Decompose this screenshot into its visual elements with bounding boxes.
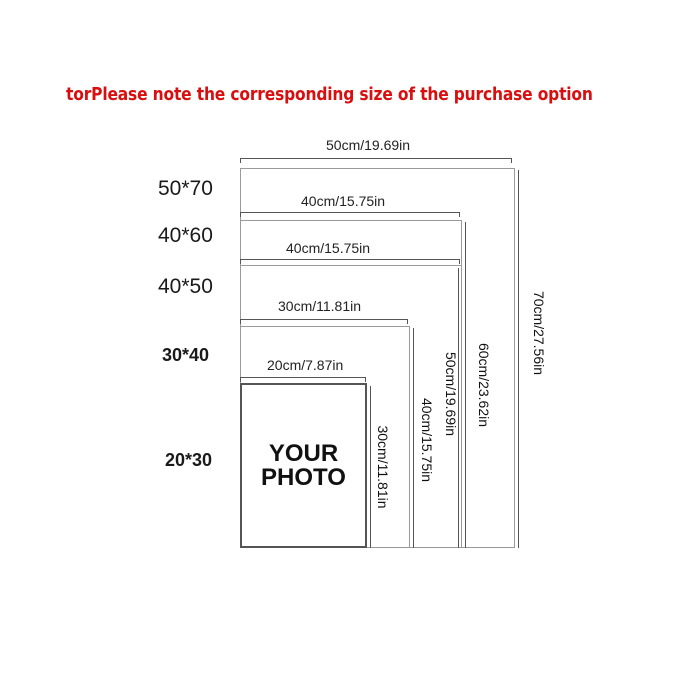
height-line-70 xyxy=(518,170,519,548)
height-line-30 xyxy=(370,386,371,548)
size-label-50x70: 50*70 xyxy=(158,177,213,200)
width-bracket-50 xyxy=(240,158,512,163)
photo-line-1: YOUR xyxy=(268,440,339,467)
width-label-40a: 40cm/15.75in xyxy=(301,193,386,209)
width-label-40b: 40cm/15.75in xyxy=(286,240,371,256)
height-label-60: 60cm/23.62in xyxy=(476,342,492,428)
size-label-20x30: 20*30 xyxy=(165,450,213,470)
width-bracket-40a xyxy=(240,212,460,217)
height-label-40: 40cm/15.75in xyxy=(419,397,435,483)
size-label-40x60: 40*60 xyxy=(158,224,213,247)
size-label-30x40: 30*40 xyxy=(162,345,210,365)
width-bracket-20 xyxy=(240,377,366,382)
height-label-70: 70cm/27.56in xyxy=(531,290,547,376)
height-label-50: 50cm/19.69in xyxy=(443,351,459,437)
width-bracket-40b xyxy=(240,259,460,264)
width-label-30: 30cm/11.81in xyxy=(278,298,362,314)
photo-placeholder-text: YOUR PHOTO xyxy=(240,442,367,490)
height-line-40 xyxy=(413,328,414,548)
height-line-50 xyxy=(458,268,459,548)
photo-line-2: PHOTO xyxy=(261,464,346,491)
frame-20x30 xyxy=(240,383,367,548)
height-label-30: 30cm/11.81in xyxy=(375,425,391,509)
width-bracket-30 xyxy=(240,319,408,324)
headline: torPlease note the corresponding size of… xyxy=(66,84,593,105)
width-label-20: 20cm/7.87in xyxy=(267,357,344,373)
height-line-60 xyxy=(465,222,466,548)
size-label-40x50: 40*50 xyxy=(158,275,213,298)
width-label-50: 50cm/19.69in xyxy=(326,137,411,153)
